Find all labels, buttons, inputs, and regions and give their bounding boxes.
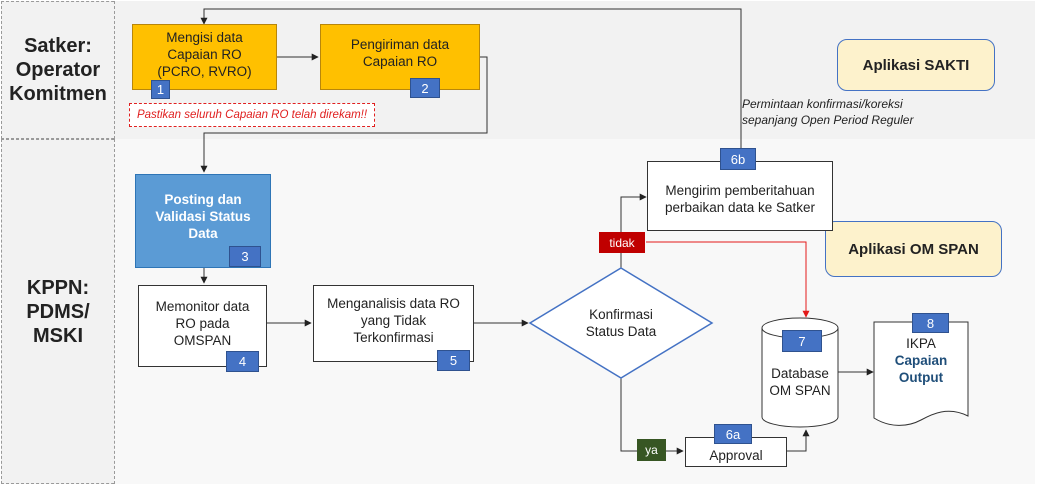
decision-label: Konfirmasi Status Data bbox=[585, 307, 657, 339]
step-7-number: 7 bbox=[782, 330, 822, 352]
app-sakti: Aplikasi SAKTI bbox=[837, 39, 995, 91]
step-6b-label: Mengirim pemberitahuan perbaikan data ke… bbox=[664, 183, 816, 215]
step-2-box: Pengiriman data Capaian RO bbox=[320, 24, 480, 90]
lane-label-kppn: KPPN: PDMS/ MSKI bbox=[26, 276, 90, 347]
step-6a-number: 6a bbox=[714, 424, 752, 444]
step-3-number: 3 bbox=[229, 246, 261, 267]
step-5-box: Menganalisis data RO yang Tidak Terkonfi… bbox=[313, 285, 474, 362]
step-3-label: Posting dan Validasi Status Data bbox=[155, 191, 251, 241]
document-shape bbox=[873, 321, 969, 426]
lane-label-satker: Satker: Operator Komitmen bbox=[9, 35, 107, 105]
step-4-label: Memonitor data RO pada OMSPAN bbox=[155, 298, 250, 348]
step-4-number: 4 bbox=[226, 351, 259, 372]
step-6b-box: Mengirim pemberitahuan perbaikan data ke… bbox=[647, 161, 833, 231]
tag-no: tidak bbox=[599, 232, 645, 253]
step-6b-number: 6b bbox=[720, 148, 756, 170]
warning-note: Pastikan seluruh Capaian RO telah direka… bbox=[129, 103, 375, 127]
step-6a-label: Approval bbox=[709, 447, 763, 463]
step-1-label: Mengisi data Capaian RO (PCRO, RVRO) bbox=[157, 29, 252, 79]
step-5-number: 5 bbox=[437, 350, 470, 371]
step-2-label: Pengiriman data Capaian RO bbox=[350, 37, 450, 69]
step-7-label: Database OM SPAN bbox=[769, 366, 831, 398]
app-omspan: Aplikasi OM SPAN bbox=[825, 221, 1002, 277]
confirmation-note: Permintaan konfirmasi/koreksi sepanjang … bbox=[742, 97, 914, 127]
tag-yes: ya bbox=[637, 439, 666, 461]
step-1-box: Mengisi data Capaian RO (PCRO, RVRO) bbox=[132, 24, 277, 90]
step-5-label: Menganalisis data RO yang Tidak Terkonfi… bbox=[327, 296, 460, 345]
step-8-text: IKPA Capaian Output bbox=[874, 335, 968, 395]
step-1-number: 1 bbox=[151, 80, 170, 99]
step-2-number: 2 bbox=[410, 78, 440, 98]
warning-text: Pastikan seluruh Capaian RO telah direka… bbox=[136, 109, 368, 121]
decision-diamond bbox=[528, 267, 714, 379]
step-8-number: 8 bbox=[912, 313, 949, 333]
step-8-label-bold: Capaian Output bbox=[894, 353, 948, 385]
step-8-label-plain: IKPA bbox=[906, 336, 936, 351]
